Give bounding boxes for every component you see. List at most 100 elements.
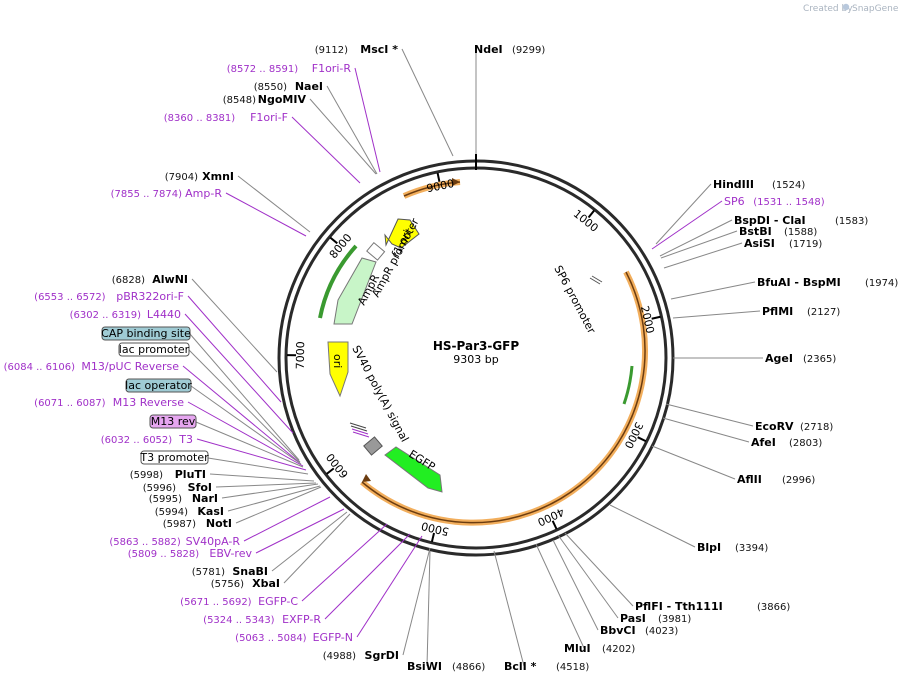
site-leader-line bbox=[665, 403, 754, 427]
site-position: (5996) bbox=[143, 483, 176, 494]
site-leader-line bbox=[356, 535, 423, 638]
site-position: (4866) bbox=[452, 662, 485, 673]
site-leader-line bbox=[493, 550, 525, 667]
site-name: Amp-R bbox=[185, 187, 222, 200]
site-name: BfuAI - BspMI bbox=[757, 276, 841, 289]
site-position: (2127) bbox=[807, 307, 840, 318]
leader-lines bbox=[182, 48, 763, 667]
site-position: (6032 .. 6052) bbox=[101, 435, 173, 446]
site-name: EBV-rev bbox=[209, 547, 252, 560]
site-position: (2803) bbox=[789, 438, 822, 449]
site-position: (5324 .. 5343) bbox=[203, 615, 275, 626]
box-leader-line bbox=[207, 457, 309, 475]
site-leader-line bbox=[659, 219, 733, 257]
site-leader-line bbox=[651, 445, 736, 480]
site-name: EcoRV bbox=[755, 420, 794, 433]
site-position: (6553 .. 6572) bbox=[34, 292, 106, 303]
site-position: (6302 .. 6319) bbox=[70, 310, 142, 321]
site-position: (3981) bbox=[658, 614, 691, 625]
site-leader-line bbox=[271, 511, 348, 572]
site-position: (1531 .. 1548) bbox=[753, 197, 825, 208]
box-leader-line bbox=[188, 349, 301, 463]
sp6-promoter-mark bbox=[589, 277, 601, 285]
site-position: (4518) bbox=[556, 662, 589, 673]
credit-text: Created by bbox=[803, 4, 853, 14]
site-position: (7855 .. 7874) bbox=[111, 189, 183, 200]
tick-mark bbox=[651, 315, 661, 320]
site-name: PflFI - Tth111I bbox=[635, 600, 723, 613]
site-position: (3394) bbox=[735, 543, 768, 554]
site-name: SnaBI bbox=[232, 565, 268, 578]
site-leader-line bbox=[227, 485, 321, 512]
feature-box bbox=[125, 378, 192, 393]
credit-brand: SnapGene bbox=[852, 4, 899, 14]
site-name: PluTI bbox=[175, 468, 206, 481]
site-position: (8572 .. 8591) bbox=[227, 64, 299, 75]
site-leader-line bbox=[663, 242, 743, 269]
site-name: EXFP-R bbox=[282, 613, 321, 626]
plasmid-name: HS-Par3-GFP bbox=[433, 339, 520, 353]
site-name: BspDI - ClaI bbox=[734, 214, 806, 227]
site-name: XmnI bbox=[202, 170, 234, 183]
site-leader-line bbox=[196, 438, 307, 471]
tick-mark bbox=[329, 236, 338, 245]
site-position: (4202) bbox=[602, 644, 635, 655]
snapgene-logo-icon bbox=[842, 3, 850, 11]
tick-label: 2000 bbox=[638, 305, 657, 335]
feature-box bbox=[149, 414, 197, 429]
site-leader-line bbox=[672, 310, 761, 319]
site-name: MscI * bbox=[360, 43, 398, 56]
site-position: (5994) bbox=[155, 507, 188, 518]
tick-mark bbox=[587, 209, 595, 219]
site-leader-line bbox=[354, 67, 381, 173]
site-name: PasI bbox=[620, 612, 646, 625]
site-name: AsiSI bbox=[744, 237, 775, 250]
site-leader-line bbox=[191, 278, 278, 373]
ampr-promoter-feature bbox=[366, 241, 386, 261]
plasmid-size: 9303 bp bbox=[453, 353, 498, 366]
site-name: AgeI bbox=[765, 352, 793, 365]
tick-mark bbox=[551, 520, 558, 530]
site-position: (3866) bbox=[757, 602, 790, 613]
site-leader-line bbox=[225, 192, 307, 237]
site-position: (1974) bbox=[865, 278, 898, 289]
site-position: (5781) bbox=[192, 567, 225, 578]
site-name: NaeI bbox=[295, 80, 323, 93]
feature-box bbox=[118, 342, 190, 357]
ampr-arc bbox=[318, 244, 358, 319]
site-position: (5987) bbox=[163, 519, 196, 530]
site-name: BlpI bbox=[697, 541, 721, 554]
site-position: (1524) bbox=[772, 180, 805, 191]
site-position: (4023) bbox=[645, 626, 678, 637]
site-position: (9299) bbox=[512, 45, 545, 56]
site-position: (6071 .. 6087) bbox=[34, 398, 106, 409]
site-name: AlwNI bbox=[152, 273, 188, 286]
site-name: M13/pUC Reverse bbox=[81, 360, 179, 373]
site-leader-line bbox=[184, 313, 294, 434]
site-leader-line bbox=[209, 473, 315, 482]
site-name: BsiWI bbox=[407, 660, 442, 673]
tick-label: 5000 bbox=[420, 519, 450, 538]
ampr-feature bbox=[333, 257, 377, 325]
feature-label-sp6-promoter: SP6 promoter bbox=[551, 263, 598, 336]
site-leader-line bbox=[324, 533, 411, 620]
site-position: (5756) bbox=[211, 579, 244, 590]
site-leader-line bbox=[609, 504, 696, 548]
tick-label: 7000 bbox=[294, 341, 307, 369]
site-position: (5863 .. 5882) bbox=[109, 537, 181, 548]
site-position: (2996) bbox=[782, 475, 815, 486]
site-name: XbaI bbox=[252, 577, 280, 590]
site-name: EGFP-C bbox=[258, 595, 298, 608]
site-position: (6084 .. 6106) bbox=[4, 362, 76, 373]
site-leader-line bbox=[291, 116, 361, 184]
site-leader-line bbox=[401, 48, 454, 157]
box-leader-line bbox=[195, 421, 304, 468]
feature-label-ori: ori bbox=[331, 354, 344, 368]
site-position: (8360 .. 8381) bbox=[164, 113, 236, 124]
feature-box-label: lac promoter bbox=[119, 343, 190, 356]
site-leader-line bbox=[660, 230, 738, 259]
site-leader-line bbox=[235, 486, 322, 524]
feature-box-label: CAP binding site bbox=[101, 327, 191, 340]
site-position: (5671 .. 5692) bbox=[180, 597, 252, 608]
